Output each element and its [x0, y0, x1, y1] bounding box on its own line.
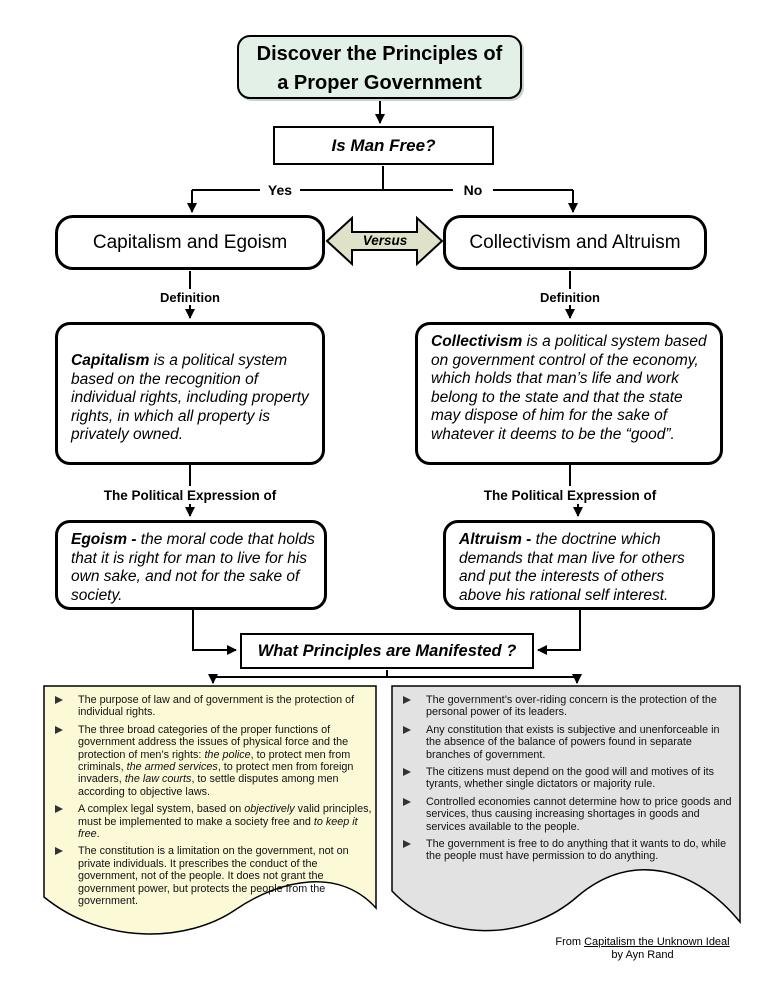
- connector-altruism-to-manifested: [537, 610, 581, 655]
- capitalism-definition-box: Capitalism is a political system based o…: [55, 322, 325, 465]
- no-label: No: [453, 182, 493, 198]
- principle-item: A complex legal system, based on objecti…: [44, 803, 372, 840]
- principle-item: The purpose of law and of government is …: [44, 694, 372, 719]
- capitalism-principles-shape: [43, 685, 377, 935]
- political-expression-label-left: The Political Expression of: [103, 488, 277, 503]
- egoism-box: Egoism - the moral code that holds that …: [55, 520, 327, 610]
- altruism-box: Altruism - the doctrine which demands th…: [443, 520, 715, 610]
- versus-arrow: [325, 215, 444, 267]
- principle-item: The government’s over-riding concern is …: [392, 694, 736, 719]
- title-line-2: a Proper Government: [277, 72, 482, 94]
- attribution: From Capitalism the Unknown Ideal by Ayn…: [550, 936, 735, 961]
- connector-question-split: [192, 166, 573, 191]
- manifested-box: What Principles are Manifested ?: [240, 633, 534, 669]
- collectivism-definition-box: Collectivism is a political system based…: [415, 322, 723, 465]
- collectivism-principles-shape: [391, 685, 741, 932]
- title-line-1: Discover the Principles of: [256, 43, 503, 65]
- question-box: Is Man Free?: [273, 126, 494, 165]
- principle-item: The three broad categories of the proper…: [44, 724, 372, 798]
- collectivism-principles-list: The government’s over-riding concern is …: [392, 690, 740, 868]
- definition-label-right: Definition: [540, 290, 600, 305]
- principle-item: Any constitution that exists is subjecti…: [392, 724, 736, 761]
- connector-egoism-to-manifested: [192, 610, 237, 655]
- principle-item: The constitution is a limitation on the …: [44, 845, 372, 907]
- title-box: Discover the Principles of a Proper Gove…: [237, 35, 522, 99]
- principle-item: The government is free to do anything th…: [392, 838, 736, 863]
- attribution-byline: by Ayn Rand: [611, 948, 674, 961]
- yes-label: Yes: [260, 182, 300, 198]
- collectivism-altruism-box: Collectivism and Altruism: [443, 215, 707, 270]
- capitalism-principles-list: The purpose of law and of government is …: [44, 690, 376, 913]
- versus-label: Versus: [362, 233, 408, 248]
- connector-manifested-split: [213, 670, 577, 678]
- principle-item: The citizens must depend on the good wil…: [392, 766, 736, 791]
- attribution-source: From Capitalism the Unknown Ideal: [555, 936, 730, 948]
- definition-label-left: Definition: [160, 290, 220, 305]
- principle-item: Controlled economies cannot determine ho…: [392, 796, 736, 833]
- political-expression-label-right: The Political Expression of: [483, 488, 657, 503]
- capitalism-egoism-box: Capitalism and Egoism: [55, 215, 325, 270]
